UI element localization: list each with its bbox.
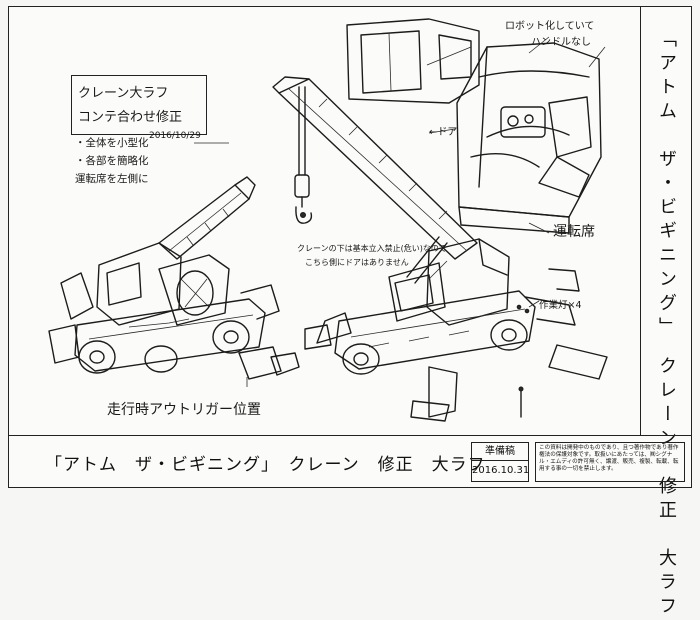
note-bullet2: ・各部を簡略化	[75, 155, 149, 167]
note-box-line2: コンテ合わせ修正	[78, 110, 183, 125]
note-box-line1: クレーン大ラフ	[78, 86, 169, 101]
footer: 「アトム ザ・ビギニング」 クレーン 修正 大ラフ 準備稿 2016.10.31…	[9, 435, 691, 487]
outrigger-label: 走行時アウトリガー位置	[107, 402, 261, 418]
left-crane-sketch-icon	[48, 176, 300, 387]
door-label: ←ドア	[429, 127, 458, 138]
note-date: 2016/10/29	[149, 131, 201, 141]
sketch-canvas	[48, 18, 608, 422]
lights-label: 作業灯×4	[539, 300, 582, 311]
cab-label: 運転席	[553, 224, 595, 240]
drawing-area: クレーン大ラフ コンテ合わせ修正 2016/10/29 ・全体を小型化 ・各部を…	[9, 7, 641, 435]
side-title-text: 「アトム ザ・ビギニング」 クレーン 修正 大ラフ	[656, 29, 677, 620]
crane-note-line1: クレーンの下は基本立入禁止(危い)なので	[297, 244, 447, 253]
cab-interior-sketch-icon	[346, 18, 606, 234]
crane-note-line2: こちら側にドアはありません	[305, 258, 409, 267]
robot-note-line1: ロボット化していて	[505, 21, 595, 32]
robot-note-line2: ハンドルなし	[531, 37, 591, 48]
stamp-label: 準備稿	[472, 443, 528, 461]
footer-title: 「アトム ザ・ビギニング」 クレーン 修正 大ラフ	[45, 455, 486, 475]
note-bullet3: 運転席を左側に	[75, 173, 149, 185]
design-sheet: クレーン大ラフ コンテ合わせ修正 2016/10/29 ・全体を小型化 ・各部を…	[8, 6, 692, 620]
center-crane-sketch-icon	[272, 76, 608, 422]
note-bullet1: ・全体を小型化	[75, 137, 149, 149]
side-title: 「アトム ザ・ビギニング」 クレーン 修正 大ラフ	[641, 7, 691, 620]
draft-stamp: 準備稿 2016.10.31	[471, 442, 529, 482]
revision-note-box: クレーン大ラフ コンテ合わせ修正	[71, 75, 207, 135]
copyright-notice: この資料は開発中のものであり、且つ著作物であり著作権法の保護対象です。取扱いにあ…	[535, 442, 685, 482]
stamp-date: 2016.10.31	[472, 465, 530, 476]
